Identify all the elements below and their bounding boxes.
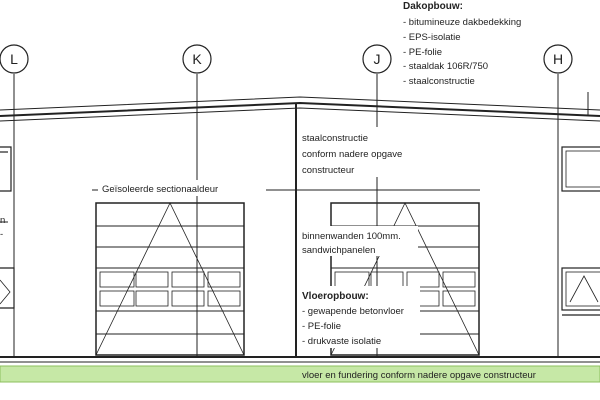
sectional-door-left xyxy=(92,189,299,356)
roof-buildup-title: Dakopbouw: xyxy=(403,1,463,12)
roof-buildup-note: Dakopbouw: - bitumineuze dakbedekking - … xyxy=(403,1,521,87)
roof-buildup-item: - staaldak 106R/750 xyxy=(403,61,488,72)
wall-note: binnenwanden 100mm. sandwichpanelen xyxy=(302,231,401,256)
floor-buildup-item: - gewapende betonvloer xyxy=(302,306,404,317)
steel-note-line: conform nadere opgave xyxy=(302,149,402,160)
window-right-upper xyxy=(561,146,600,192)
gridline-label-j: J xyxy=(374,51,381,67)
svg-text:-: - xyxy=(0,229,3,240)
roof xyxy=(0,92,600,122)
door-note: Geïsoleerde sectionaaldeur xyxy=(102,184,218,195)
svg-text:n: n xyxy=(0,215,5,226)
floor-buildup-title: Vloeropbouw: xyxy=(302,291,369,302)
foundation-note: vloer en fundering conform nadere opgave… xyxy=(302,370,536,381)
roof-buildup-item: - EPS-isolatie xyxy=(403,32,461,43)
window-left-lower xyxy=(0,267,15,309)
steel-note-line: constructeur xyxy=(302,165,354,176)
floor-buildup-note: Vloeropbouw: - gewapende betonvloer - PE… xyxy=(302,291,404,347)
roof-buildup-item: - bitumineuze dakbedekking xyxy=(403,17,521,28)
gridline-bubble-j xyxy=(362,44,392,74)
gridline-bubbles: L K J H xyxy=(0,44,573,74)
wall-note-line: binnenwanden 100mm. xyxy=(302,231,401,242)
steel-structure-note: staalconstructie conform nadere opgave c… xyxy=(302,133,402,176)
window-right-lower xyxy=(561,267,600,316)
floor-buildup-item: - PE-folie xyxy=(302,321,341,332)
gridline-bubble-k xyxy=(182,44,212,74)
floor-buildup-item: - drukvaste isolatie xyxy=(302,336,381,347)
window-left-upper xyxy=(0,146,12,192)
gridline-label-h: H xyxy=(553,51,563,67)
wall-note-line: sandwichpanelen xyxy=(302,245,375,256)
roof-buildup-item: - staalconstructie xyxy=(403,76,475,87)
steel-note-line: staalconstructie xyxy=(302,133,368,144)
gridline-label-l: L xyxy=(10,51,18,67)
gridline-bubble-h xyxy=(543,44,573,74)
roof-buildup-item: - PE-folie xyxy=(403,47,442,58)
gridline-bubble-l xyxy=(0,44,29,74)
gridline-label-k: K xyxy=(192,51,202,67)
